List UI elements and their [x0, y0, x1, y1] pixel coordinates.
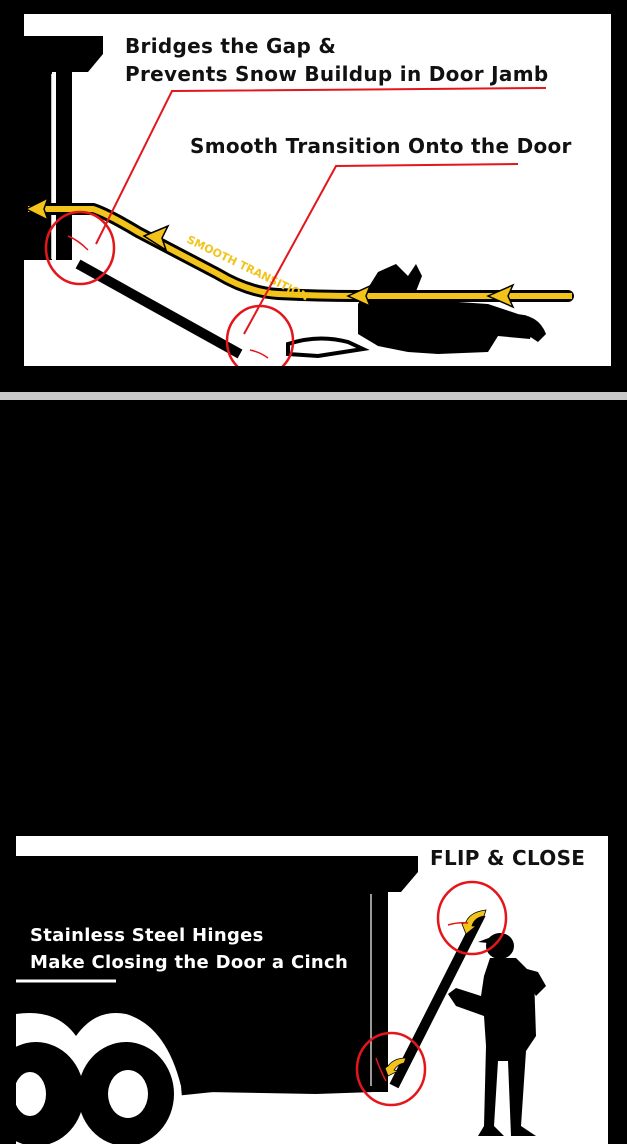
smooth-transition-caption: Smooth Transition Onto the Door — [190, 134, 572, 158]
trailer-silhouette-icon — [18, 14, 103, 366]
stainless-hinges-line2: Make Closing the Door a Cinch — [30, 952, 349, 973]
scene-illustration — [16, 856, 546, 1144]
smooth-transition-scene: SMOOTH TRANSITION Bridges the Gap & Prev… — [18, 14, 611, 366]
bridges-gap-line2: Prevents Snow Buildup in Door Jamb — [125, 62, 549, 86]
top-panel: SMOOTH TRANSITION Bridges the Gap & Prev… — [0, 0, 627, 392]
flip-close-scene: FLIP & CLOSE Stainless Steel Hinges Make… — [16, 836, 608, 1144]
callout-lines — [95, 87, 547, 335]
bottom-panel: FLIP & CLOSE Stainless Steel Hinges Make… — [0, 400, 627, 1144]
person-silhouette-icon — [448, 933, 546, 1136]
bridges-gap-line1: Bridges the Gap & — [125, 34, 337, 58]
scene-illustration: SMOOTH TRANSITION — [18, 14, 574, 366]
panel-divider — [0, 392, 627, 400]
stainless-hinges-caption: Stainless Steel Hinges Make Closing the … — [30, 922, 348, 976]
flip-close-caption: FLIP & CLOSE — [430, 846, 586, 870]
callout-circle-icon — [44, 210, 295, 366]
snowmobile-silhouette-icon — [286, 264, 546, 359]
ramp-door-icon — [75, 259, 243, 359]
direction-arrow-icon: SMOOTH TRANSITION — [22, 196, 574, 309]
stainless-hinges-line1: Stainless Steel Hinges — [30, 925, 264, 946]
bridges-gap-caption: Bridges the Gap & Prevents Snow Buildup … — [125, 32, 548, 88]
